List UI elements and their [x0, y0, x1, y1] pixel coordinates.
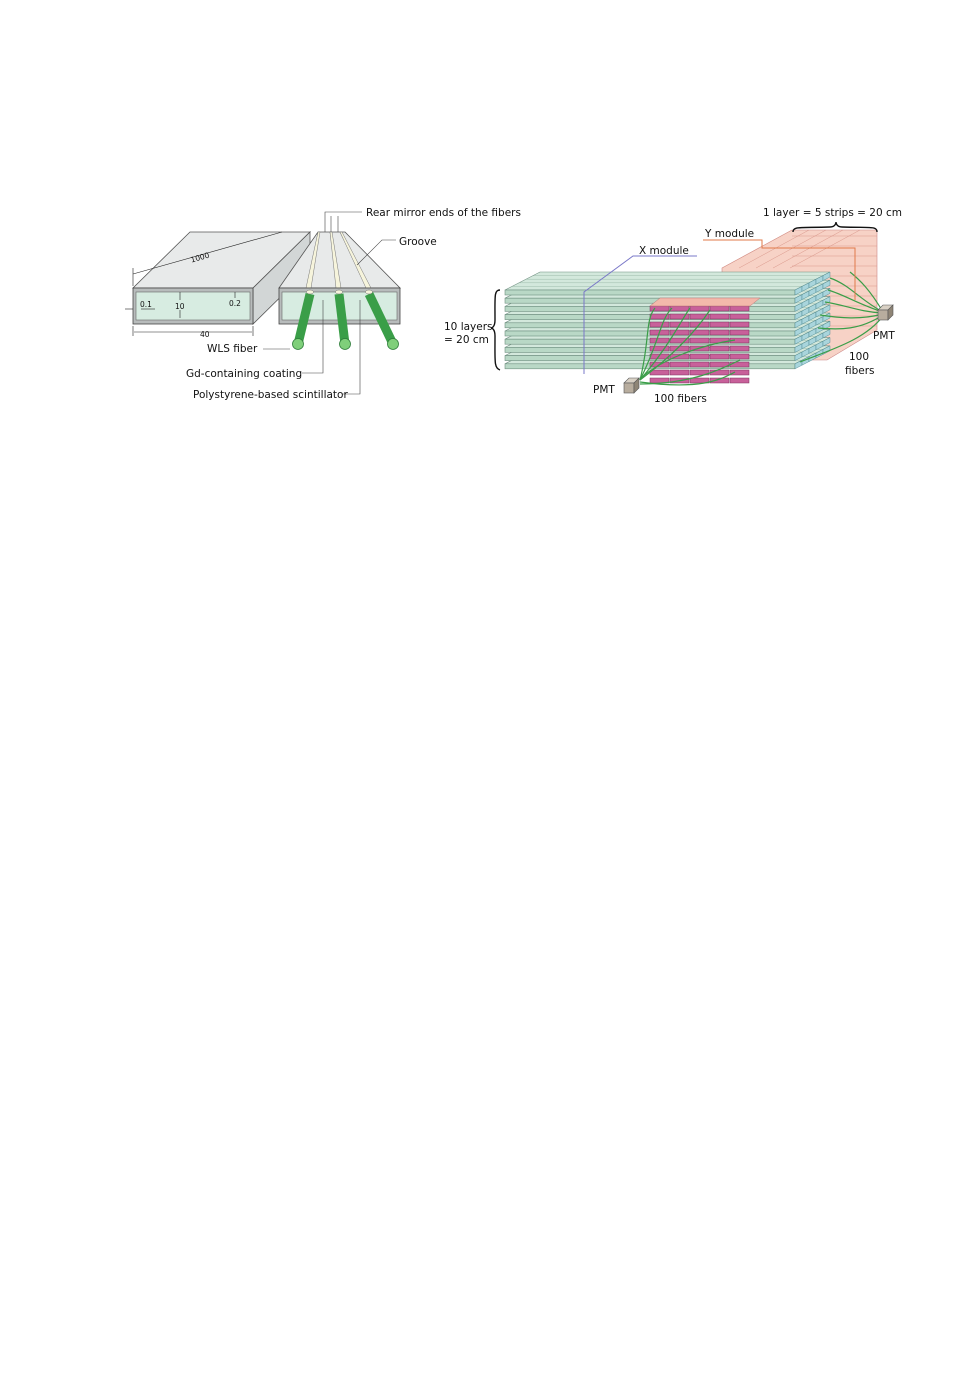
y-strip-end [729, 313, 750, 320]
grooved-strip [278, 231, 401, 350]
y-module-callout [703, 239, 856, 300]
label-layers-line1: 10 layers [444, 321, 493, 333]
label-pmt-right: PMT [873, 330, 895, 342]
label-y-module: Y module [704, 228, 754, 240]
y-strip-end [729, 345, 750, 352]
y-strip-end [729, 329, 750, 336]
pmt-left [623, 377, 640, 394]
label-wls-fiber: WLS fiber [207, 343, 258, 355]
wls-fiber-3 [364, 292, 398, 346]
label-fibers-bottom: 100 fibers [654, 393, 707, 405]
y-strip-end [709, 377, 730, 384]
y-strip-end [689, 353, 710, 360]
y-strip-end [709, 353, 730, 360]
y-strip-ends [649, 297, 761, 384]
y-strip-end [649, 321, 670, 328]
y-strip-end [649, 345, 670, 352]
label-gd-coating: Gd-containing coating [186, 368, 302, 380]
label-scintillator: Polystyrene-based scintillator [193, 389, 348, 401]
y-strip-end [729, 361, 750, 368]
y-strip-end [669, 361, 690, 368]
pmt-right [877, 304, 894, 321]
dimension-lines [125, 231, 283, 336]
label-layer-strips: 1 layer = 5 strips = 20 cm [763, 207, 902, 219]
y-strip-end [669, 369, 690, 376]
dim-thickness: 0.1 [140, 300, 152, 309]
layer-brace [792, 221, 878, 233]
y-strip-end [709, 321, 730, 328]
x-strip-end [822, 337, 831, 347]
x-strip-end [822, 296, 831, 306]
label-x-module: X module [639, 245, 689, 257]
y-strip-end [729, 377, 750, 384]
detector-figure: 1000 0.1 10 0.2 40 Rear mirror ends of t… [125, 207, 902, 405]
dim-coating: 0.2 [229, 299, 241, 308]
x-module-callout [583, 255, 697, 374]
label-fibers-right-line1: 100 [849, 351, 869, 363]
label-fibers-right-line2: fibers [845, 365, 875, 377]
y-strip-end [689, 361, 710, 368]
y-strip-end [729, 305, 750, 312]
x-layer [504, 271, 831, 296]
y-strip-end [709, 313, 730, 320]
y-strip-end [669, 313, 690, 320]
dim-height: 10 [175, 302, 185, 311]
dim-width: 40 [200, 330, 210, 339]
label-groove: Groove [399, 236, 437, 248]
y-strip-end [669, 353, 690, 360]
y-strip-end [709, 305, 730, 312]
y-strip-end [669, 329, 690, 336]
y-strip-end [729, 321, 750, 328]
label-layers-line2: = 20 cm [444, 334, 489, 346]
x-strip-end [822, 279, 831, 290]
y-strip-end [689, 369, 710, 376]
plain-strip [132, 231, 311, 325]
y-strip-end [689, 337, 710, 344]
x-strip-end [822, 271, 831, 281]
leader-lines [263, 211, 396, 395]
y-strip-end [709, 361, 730, 368]
detector-module-diagram: 1 layer = 5 strips = 20 cm Y module X mo… [444, 207, 902, 405]
wls-fiber-2 [334, 293, 350, 345]
label-rear-mirror: Rear mirror ends of the fibers [366, 207, 521, 219]
y-strip-end [689, 305, 710, 312]
label-pmt-left: PMT [593, 384, 615, 396]
y-strip-end [729, 353, 750, 360]
y-strip-end [689, 329, 710, 336]
strip-cross-section-diagram: 1000 0.1 10 0.2 40 Rear mirror ends of t… [125, 207, 521, 401]
x-strip-end [822, 312, 831, 322]
y-strip-end [709, 345, 730, 352]
wls-fiber-1 [293, 292, 315, 346]
y-strip-end [669, 305, 690, 312]
y-strip-end [729, 369, 750, 376]
y-strip-end [709, 329, 730, 336]
layers-brace [490, 289, 501, 371]
y-strip-end [689, 377, 710, 384]
x-strip-end [822, 304, 831, 314]
y-strip-end [649, 337, 670, 344]
x-strip-end [822, 329, 831, 339]
y-strip-end [689, 313, 710, 320]
